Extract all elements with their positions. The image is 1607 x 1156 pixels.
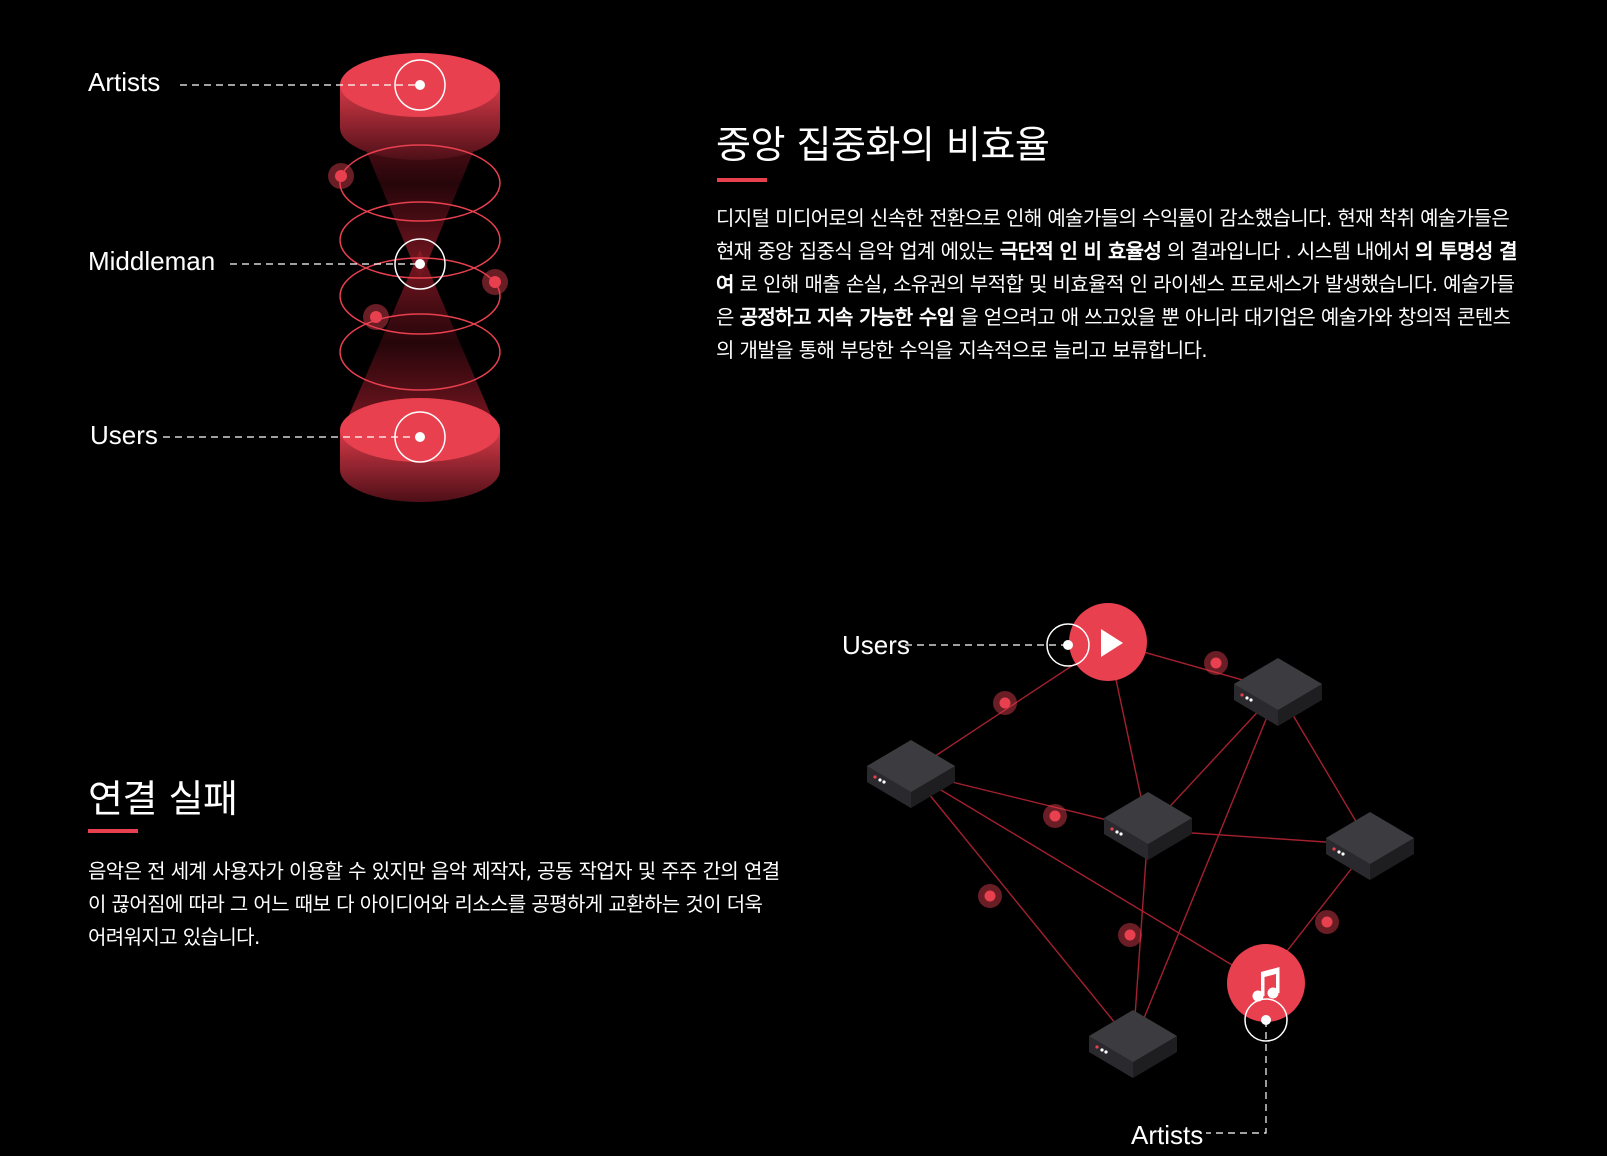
music-note-icon bbox=[1252, 967, 1280, 1002]
leader-lines bbox=[163, 84, 420, 438]
section-title-centralization: 중앙 집중화의 비효율 bbox=[716, 123, 1050, 167]
server-icon bbox=[867, 740, 955, 808]
link-dots bbox=[978, 651, 1339, 947]
artists-label: Artists bbox=[88, 67, 161, 97]
server-icon bbox=[1089, 1010, 1177, 1078]
lower-funnel bbox=[340, 250, 500, 436]
accent-bar bbox=[88, 829, 138, 833]
users-label: Users bbox=[90, 420, 158, 450]
network-users-label: Users bbox=[842, 630, 910, 660]
server-icon bbox=[1234, 658, 1322, 726]
server-icon bbox=[1326, 812, 1414, 880]
users-disk bbox=[340, 398, 500, 502]
artists-node bbox=[1227, 944, 1305, 1022]
section-body-connection: 음악은 전 세계 사용자가 이용할 수 있지만 음악 제작자, 공동 작업자 및… bbox=[88, 859, 780, 949]
accent-bar bbox=[717, 178, 767, 182]
middleman-label: Middleman bbox=[88, 246, 216, 276]
users-node bbox=[1069, 603, 1147, 681]
section-body-centralization: 디지털 미디어로의 신속한 전환으로 인해 예술가들의 수익률이 감소했습니다.… bbox=[716, 206, 1517, 362]
network-artists-label: Artists bbox=[1131, 1120, 1204, 1150]
orbit-dots bbox=[328, 163, 508, 330]
play-icon bbox=[1101, 629, 1123, 657]
server-icon bbox=[1104, 792, 1192, 860]
network-targets bbox=[1046, 623, 1288, 1042]
section-title-connection: 연결 실패 bbox=[88, 777, 238, 821]
middleman-rings bbox=[339, 144, 501, 391]
network-leader-lines bbox=[905, 644, 1267, 1134]
